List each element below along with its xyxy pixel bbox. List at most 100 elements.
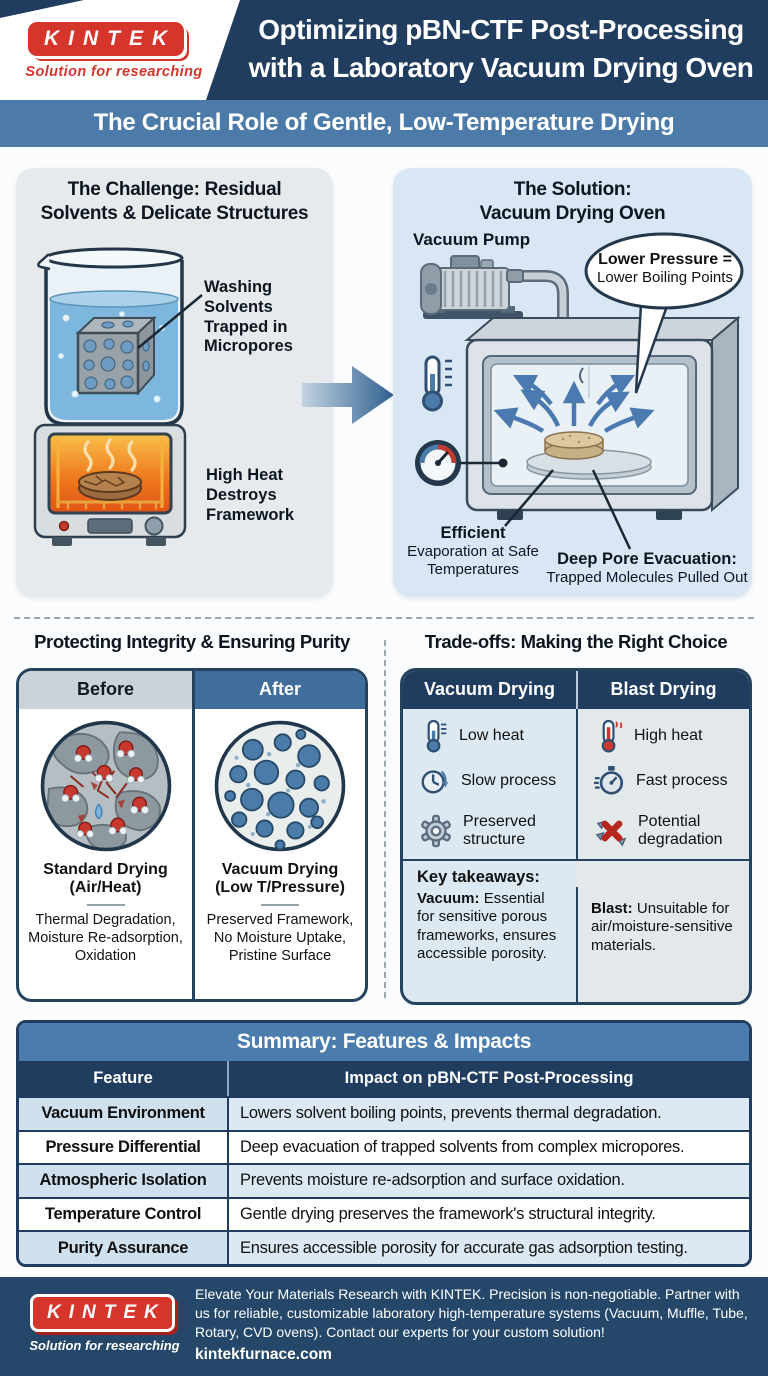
evaporation-label-rest: Evaporation at Safe Temperatures bbox=[407, 543, 539, 579]
feature-cell: Temperature Control bbox=[44, 1205, 202, 1224]
summary-title: Summary: Features & Impacts bbox=[19, 1023, 749, 1061]
challenge-title-line2: Solvents & Delicate Structures bbox=[40, 202, 309, 224]
footer-text: Elevate Your Materials Research with KIN… bbox=[195, 1285, 753, 1365]
tradeoff-label: High heat bbox=[634, 727, 703, 745]
logo-tagline: Solution for researching bbox=[25, 64, 203, 80]
list-item: Low heat bbox=[403, 713, 576, 759]
pore-evacuation-label-bold: Deep Pore Evacuation: bbox=[557, 550, 737, 568]
before-header: Before bbox=[19, 671, 192, 709]
before-column: Standard Drying (Air/Heat) Thermal Degra… bbox=[19, 709, 192, 999]
stopwatch-icon bbox=[594, 765, 624, 795]
solution-panel: The Solution: Vacuum Drying Oven Vacuum … bbox=[393, 168, 752, 597]
page-title-line2: with a Laboratory Vacuum Drying Oven bbox=[248, 52, 754, 84]
table-row: Purity Assurance Ensures accessible poro… bbox=[19, 1230, 749, 1264]
degradation-cross-icon bbox=[595, 820, 627, 847]
clock-icon bbox=[421, 770, 449, 794]
gear-icon bbox=[421, 814, 451, 848]
protect-section-title: Protecting Integrity & Ensuring Purity bbox=[34, 631, 350, 652]
feature-cell: Purity Assurance bbox=[19, 1232, 228, 1264]
beaker-illustration bbox=[37, 247, 203, 437]
summary-header-row: Feature Impact on pBN-CTF Post-Processin… bbox=[19, 1061, 749, 1096]
tradeoff-label: Potential degradation bbox=[638, 813, 723, 848]
after-header: After bbox=[192, 671, 365, 709]
page-title: Optimizing pBN-CTF Post-Processing with … bbox=[238, 11, 764, 87]
speech-bubble bbox=[584, 232, 744, 394]
tradeoffs-table: Vacuum Drying Blast Drying Low heat bbox=[400, 668, 752, 1005]
tradeoffs-section-title: Trade-offs: Making the Right Choice bbox=[424, 631, 728, 652]
challenge-title: The Challenge: Residual Solvents & Delic… bbox=[16, 178, 333, 226]
vacuum-pump-illustration bbox=[420, 255, 524, 319]
evaporation-label-bold: Efficient bbox=[440, 524, 506, 542]
before-after-table: Before After bbox=[16, 668, 368, 1002]
evaporation-label: Efficient Evaporation at Safe Temperatur… bbox=[399, 524, 547, 579]
impact-column-header: Impact on pBN-CTF Post-Processing bbox=[227, 1061, 749, 1096]
feature-cell: Pressure Differential bbox=[45, 1137, 201, 1156]
solution-title: The Solution: Vacuum Drying Oven bbox=[393, 178, 752, 226]
feature-cell: Vacuum Environment bbox=[19, 1098, 228, 1130]
key-takeaways-heading: Key takeaways: bbox=[417, 868, 540, 886]
after-subtitle: Vacuum Drying (Low T/Pressure) bbox=[215, 861, 345, 896]
list-item: Potential degradation bbox=[578, 803, 749, 859]
before-description: Thermal Degradation, Moisture Re-adsorpt… bbox=[28, 911, 183, 965]
impact-cell: Gentle drying preserves the framework's … bbox=[227, 1198, 749, 1231]
beaker-label: Washing Solvents Trapped in Micropores bbox=[204, 278, 293, 356]
pore-evacuation-label: Deep Pore Evacuation: Trapped Molecules … bbox=[545, 550, 749, 587]
tradeoff-label: Fast process bbox=[636, 772, 728, 790]
after-micrograph-icon bbox=[214, 720, 346, 852]
thermometer-icon bbox=[422, 355, 452, 412]
solution-illustration bbox=[415, 232, 744, 550]
table-row: Pressure Differential Deep evacuation of… bbox=[19, 1129, 749, 1164]
bubble-line1: Lower Pressure = bbox=[598, 251, 732, 268]
list-item: High heat bbox=[578, 713, 749, 759]
footer-pitch-text: Elevate Your Materials Research with KIN… bbox=[195, 1286, 748, 1341]
footer-website[interactable]: kintekfurnace.com bbox=[195, 1345, 332, 1363]
table-row: Vacuum Environment Lowers solvent boilin… bbox=[19, 1096, 749, 1130]
after-column: Vacuum Drying (Low T/Pressure) Preserved… bbox=[192, 709, 365, 999]
kintek-logo-text: KINTEK bbox=[44, 27, 177, 50]
tradeoff-label: Slow process bbox=[461, 772, 557, 790]
hot-oven-illustration bbox=[33, 423, 187, 546]
blast-takeaway-text: Unsuitable for air/moisture-sensitive ma… bbox=[591, 900, 733, 954]
challenge-illustration bbox=[33, 247, 203, 546]
footer-logo-tagline: Solution for researching bbox=[29, 1338, 180, 1353]
table-row: Temperature Control Gentle drying preser… bbox=[19, 1196, 749, 1231]
footer: KINTEK Solution for researching Elevate … bbox=[0, 1277, 768, 1376]
list-item: Preserved structure bbox=[403, 803, 576, 859]
blast-takeaway-lead: Blast: bbox=[591, 900, 633, 917]
tradeoff-label: Low heat bbox=[459, 727, 524, 745]
header: KINTEK Solution for researching Optimizi… bbox=[0, 0, 768, 100]
kintek-logo: KINTEK bbox=[28, 22, 185, 56]
summary-table: Summary: Features & Impacts Feature Impa… bbox=[16, 1020, 752, 1267]
tradeoff-label: Preserved structure bbox=[463, 813, 536, 848]
tradeoffs-header: Vacuum Drying Blast Drying bbox=[403, 671, 749, 709]
before-subtitle: Standard Drying (Air/Heat) bbox=[43, 861, 168, 896]
subtitle-banner: The Crucial Role of Gentle, Low-Temperat… bbox=[0, 100, 768, 147]
dashed-divider-vertical bbox=[384, 640, 386, 998]
challenge-title-line1: The Challenge: Residual bbox=[67, 179, 282, 200]
bubble-line2: Lower Boiling Points bbox=[597, 269, 733, 287]
oven-label: High Heat Destroys Framework bbox=[206, 466, 295, 524]
feature-cell: Atmospheric Isolation bbox=[19, 1165, 228, 1197]
blast-takeaway: Blast: Unsuitable for air/moisture-sensi… bbox=[576, 887, 749, 1002]
before-micrograph-icon bbox=[40, 720, 171, 852]
impact-cell: Deep evacuation of trapped solvents from… bbox=[227, 1131, 749, 1164]
thermometer-hot-icon bbox=[601, 719, 623, 753]
vacuum-oven-illustration bbox=[464, 315, 741, 520]
list-item: Slow process bbox=[403, 759, 576, 803]
water-molecules bbox=[60, 740, 149, 838]
impact-cell: Lowers solvent boiling points, prevents … bbox=[227, 1098, 749, 1130]
page-title-line1: Optimizing pBN-CTF Post-Processing bbox=[258, 14, 744, 45]
vacuum-drying-header: Vacuum Drying bbox=[423, 679, 556, 699]
pore-evacuation-label-rest: Trapped Molecules Pulled Out bbox=[546, 569, 748, 587]
vacuum-drying-column: Low heat Slow process bbox=[403, 709, 576, 859]
blast-drying-header: Blast Drying bbox=[576, 671, 749, 709]
kintek-logo-footer: KINTEK bbox=[30, 1294, 175, 1332]
challenge-panel: The Challenge: Residual Solvents & Delic… bbox=[16, 168, 333, 597]
feature-column-header: Feature bbox=[93, 1069, 153, 1087]
impact-cell: Prevents moisture re-adsorption and surf… bbox=[227, 1165, 749, 1197]
logo-panel: KINTEK Solution for researching bbox=[0, 0, 240, 100]
solution-title-line1: The Solution: bbox=[513, 179, 632, 200]
before-after-header: Before After bbox=[19, 671, 365, 709]
divider bbox=[86, 903, 125, 906]
